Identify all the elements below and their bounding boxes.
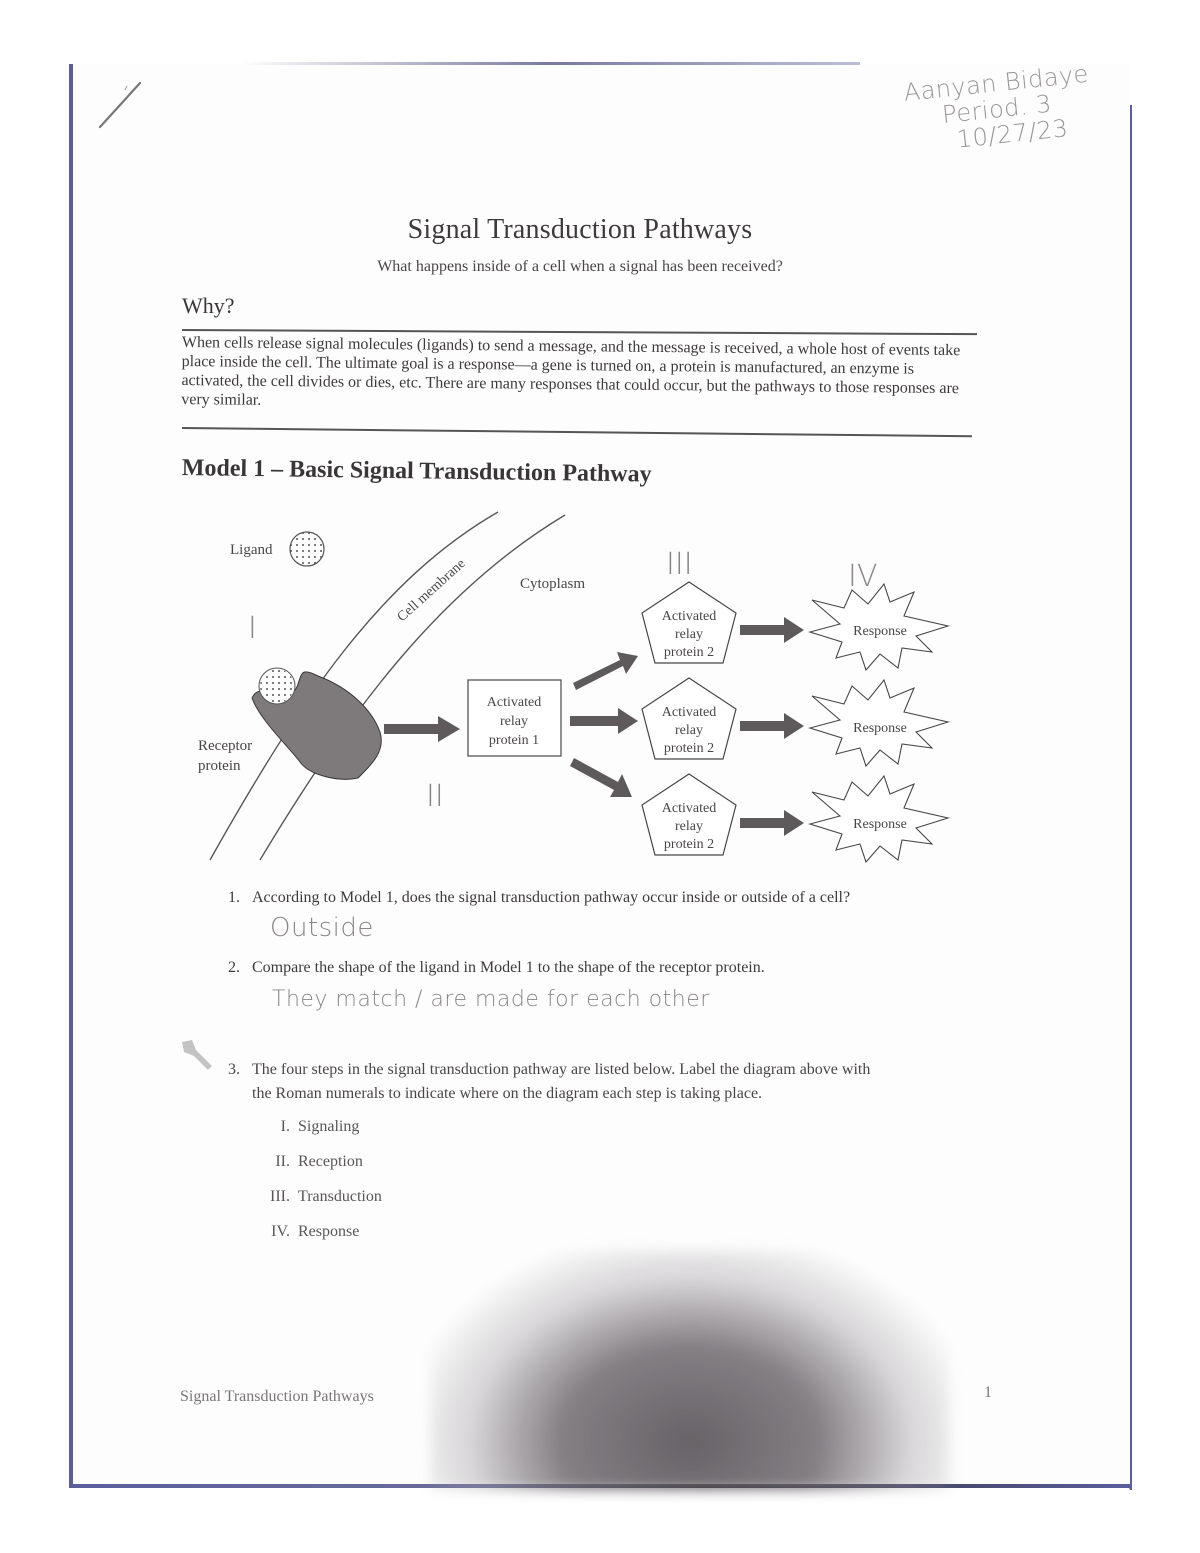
- svg-text:Activated: Activated: [662, 609, 716, 624]
- arrow-icon: [570, 758, 632, 797]
- step-item: II.Reception: [275, 1153, 363, 1170]
- cell-membrane: [209, 511, 566, 861]
- cytoplasm-label: Cytoplasm: [520, 576, 585, 592]
- arrow-icon: [384, 716, 460, 742]
- pencil-mark: [98, 81, 142, 129]
- svg-text:Response: Response: [853, 817, 907, 832]
- svg-text:protein 2: protein 2: [664, 645, 714, 660]
- svg-text:protein 2: protein 2: [664, 741, 714, 756]
- relay-protein-2: Activated relay protein 2: [641, 677, 737, 760]
- why-heading: Why?: [182, 293, 235, 318]
- signal-pathway-diagram: Ligand Cell membrane Cytoplasm Receptor …: [198, 511, 951, 864]
- relay-protein-1: Activated relay protein 1: [467, 679, 562, 757]
- answer-1[interactable]: Outside: [270, 913, 374, 943]
- paper-left-edge: [69, 64, 73, 1486]
- step-item: III.Transduction: [270, 1188, 382, 1205]
- question-number: 3.: [228, 1061, 240, 1078]
- page-number: 1: [984, 1384, 992, 1401]
- question-text: According to Model 1, does the signal tr…: [252, 889, 851, 906]
- step-item: I.Signaling: [280, 1118, 360, 1135]
- paper-top-edge: [240, 62, 860, 65]
- footer-title: Signal Transduction Pathways: [180, 1388, 374, 1405]
- answer-2[interactable]: They match / are made for each other: [272, 987, 710, 1012]
- step-item: IV.Response: [271, 1223, 360, 1240]
- question-1: 1. According to Model 1, does the signal …: [228, 889, 968, 907]
- receptor-label: Receptor: [198, 738, 252, 754]
- svg-text:Response: Response: [853, 721, 907, 736]
- pointer-hand-icon: [182, 1040, 212, 1070]
- svg-text:relay: relay: [500, 714, 528, 729]
- cell-membrane-label: Cell membrane: [395, 556, 469, 625]
- svg-text:Activated: Activated: [662, 705, 716, 720]
- arrow-icon: [573, 652, 638, 690]
- svg-text:Activated: Activated: [487, 695, 541, 710]
- receptor-protein-icon: [251, 667, 382, 780]
- arrow-icon: [740, 617, 804, 643]
- relay-protein-2: Activated relay protein 2: [641, 773, 737, 856]
- response-burst: Response: [808, 774, 951, 864]
- response-burst: Response: [808, 582, 951, 672]
- relay-protein-2: Activated relay protein 2: [641, 581, 737, 664]
- question-number: 2.: [228, 959, 240, 976]
- page-subtitle: What happens inside of a cell when a sig…: [377, 258, 783, 275]
- hand-shadow: [430, 1250, 950, 1490]
- question-text-line-2: the Roman numerals to indicate where on …: [252, 1085, 763, 1102]
- response-burst: Response: [808, 678, 951, 768]
- question-text: The four steps in the signal transductio…: [252, 1061, 871, 1078]
- ligand-icon: [289, 531, 325, 567]
- ligand-label: Ligand: [230, 542, 273, 558]
- svg-text:Activated: Activated: [662, 801, 716, 816]
- handwritten-numeral-i: I: [248, 611, 257, 646]
- svg-text:relay: relay: [675, 627, 703, 642]
- why-paragraph: When cells release signal molecules (lig…: [181, 333, 961, 409]
- page-title: Signal Transduction Pathways: [407, 214, 753, 245]
- steps-list: I.Signaling II.Reception III.Transductio…: [250, 1118, 382, 1258]
- arrow-icon: [570, 708, 638, 734]
- svg-text:Response: Response: [853, 624, 907, 639]
- svg-text:protein 1: protein 1: [489, 733, 539, 748]
- question-3: 3. The four steps in the signal transduct…: [228, 1058, 988, 1106]
- handwritten-numeral-ii: II: [426, 779, 444, 814]
- handwritten-numeral-iii: III: [666, 547, 693, 582]
- svg-text:relay: relay: [675, 723, 703, 738]
- handwritten-numeral-iv: IV: [848, 559, 877, 594]
- question-number: 1.: [228, 889, 240, 906]
- arrow-icon: [740, 810, 804, 836]
- svg-text:relay: relay: [675, 819, 703, 834]
- question-2: 2. Compare the shape of the ligand in Mod…: [228, 959, 968, 977]
- question-text: Compare the shape of the ligand in Model…: [252, 959, 765, 976]
- svg-text:protein 2: protein 2: [664, 837, 714, 852]
- receptor-label-2: protein: [198, 758, 241, 774]
- arrow-icon: [740, 713, 804, 739]
